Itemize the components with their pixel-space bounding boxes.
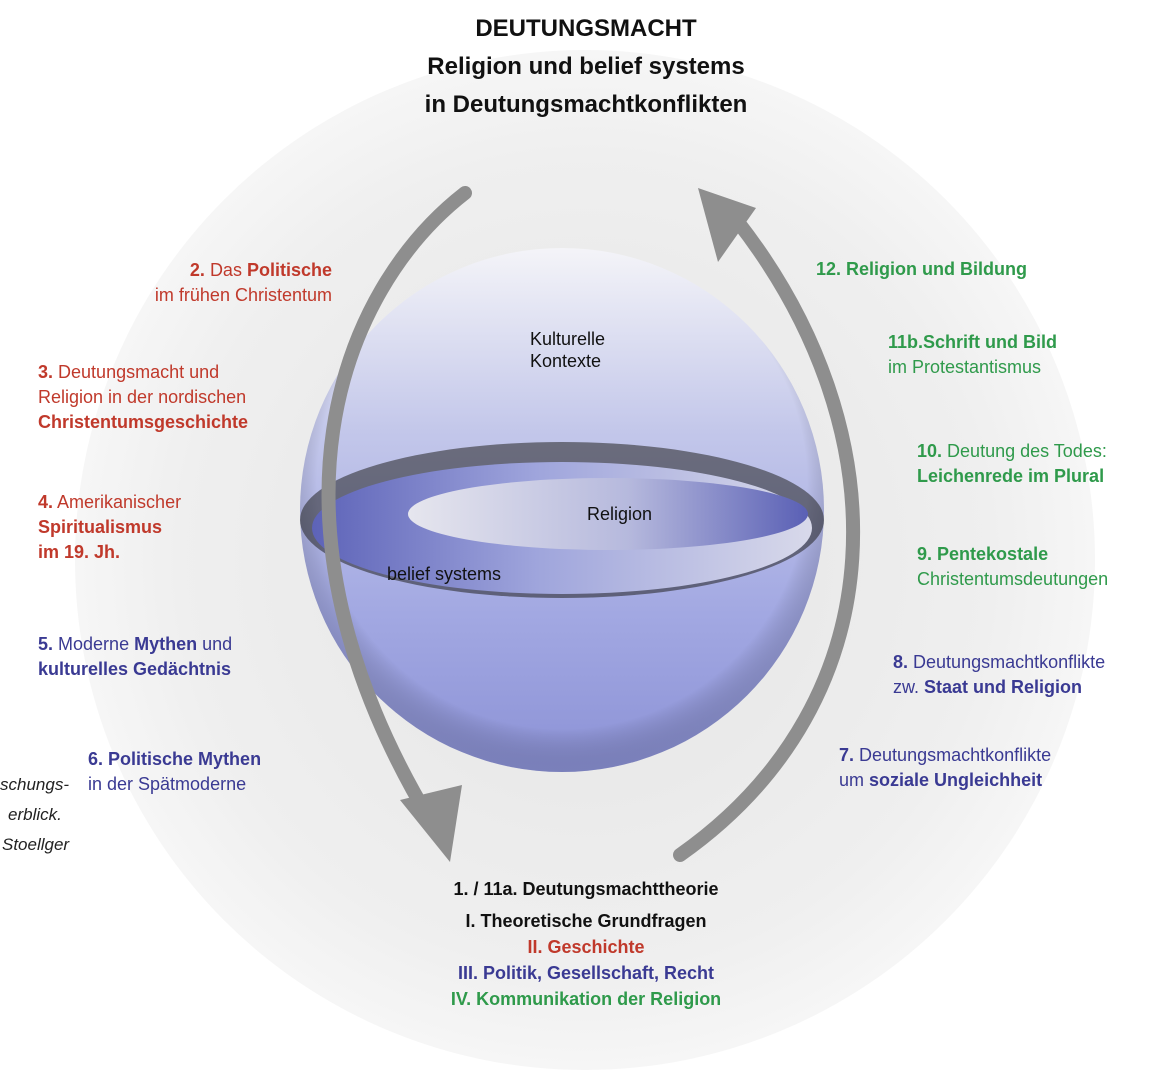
- item-4-number: 4.: [38, 492, 54, 512]
- item-10: 10. Deutung des Todes: Leichenrede im Pl…: [917, 439, 1107, 489]
- item-9-text-b: Christentumsdeutungen: [917, 569, 1109, 589]
- legend-politics: III. Politik, Gesellschaft, Recht: [457, 963, 715, 983]
- item-2-number: 2.: [189, 260, 205, 280]
- item-5-text-c: und: [202, 634, 233, 654]
- item-4-text-a: Amerikanischer: [57, 492, 182, 512]
- item-11b-text-a: 11b.Schrift und Bild: [888, 332, 1058, 352]
- item-8: 8. Deutungsmachtkonflikte zw. Staat und …: [893, 650, 1105, 700]
- item-8-text-c: Staat und Religion: [924, 677, 1083, 697]
- sphere-label: Kulturelle Kontexte: [530, 328, 605, 372]
- item-9-number: 9.: [917, 544, 933, 564]
- item-5-text-d: kulturelles Gedächtnis: [38, 659, 232, 679]
- item-3: 3. Deutungsmacht und Religion in der nor…: [38, 360, 248, 435]
- item-4-text-c: im 19. Jh.: [38, 542, 121, 562]
- title-line-2: Religion und belief systems: [427, 53, 745, 80]
- item-9: 9. Pentekostale Christentumsdeutungen: [917, 542, 1108, 592]
- item-2-text-a: Das: [209, 260, 242, 280]
- title-line-1: DEUTUNGSMACHT: [475, 15, 697, 42]
- item-5-number: 5.: [38, 634, 54, 654]
- item-3-text-a: Deutungsmacht und: [58, 362, 220, 382]
- item-10-text-b: Leichenrede im Plural: [917, 466, 1105, 486]
- item-7-text-c: soziale Ungleichheit: [869, 770, 1043, 790]
- category-legend: I. Theoretische Grundfragen II. Geschich…: [0, 908, 1172, 1012]
- item-4-text-b: Spiritualismus: [38, 517, 163, 537]
- item-3-number: 3.: [38, 362, 54, 382]
- item-3-text-b: Religion in der nordischen: [38, 387, 247, 407]
- caption-line-2: erblick.: [8, 805, 62, 824]
- right-arrow-shaft: [673, 215, 860, 862]
- item-8-text-b: zw.: [893, 677, 920, 697]
- legend-communication: IV. Kommunikation der Religion: [450, 989, 722, 1009]
- item-7: 7. Deutungsmachtkonflikte um soziale Ung…: [839, 743, 1051, 793]
- left-arrow-shaft: [321, 186, 472, 827]
- item-12-text: 12. Religion und Bildung: [816, 259, 1027, 279]
- caption-line-1: schungs-: [0, 775, 69, 794]
- item-4: 4. Amerikanischer Spiritualismus im 19. …: [38, 490, 181, 565]
- item-7-number: 7.: [839, 745, 855, 765]
- item-3-text-c: Christentumsgeschichte: [38, 412, 249, 432]
- item-1-11a-text: 1. / 11a. Deutungsmachttheorie: [453, 879, 719, 899]
- item-8-number: 8.: [893, 652, 909, 672]
- belief-systems-label: belief systems: [387, 564, 502, 584]
- item-2-text-c: im frühen Christentum: [154, 285, 332, 305]
- item-6-number: 6.: [88, 749, 104, 769]
- item-12: 12. Religion und Bildung: [816, 257, 1027, 282]
- item-5-text-b: Mythen: [134, 634, 198, 654]
- item-6-text-b: in der Spätmoderne: [88, 774, 247, 794]
- religion-disc: [408, 478, 808, 550]
- item-6-text-a: Politische Mythen: [108, 749, 262, 769]
- title-line-3: in Deutungsmachtkonflikten: [424, 91, 748, 118]
- item-7-text-b: um: [839, 770, 865, 790]
- sphere-label-line-1: Kulturelle: [530, 329, 606, 349]
- legend-history: II. Geschichte: [527, 937, 645, 957]
- item-2-text-b: Politische: [246, 260, 332, 280]
- item-1-11a: 1. / 11a. Deutungsmachttheorie: [0, 877, 1172, 902]
- item-7-text-a: Deutungsmachtkonflikte: [859, 745, 1052, 765]
- legend-theory: I. Theoretische Grundfragen: [465, 911, 707, 931]
- item-10-text-a: Deutung des Todes:: [947, 441, 1107, 461]
- left-arrow-head: [400, 785, 462, 862]
- religion-label: Religion: [587, 504, 653, 524]
- diagram-title: DEUTUNGSMACHT Religion und belief system…: [0, 10, 1172, 124]
- item-2: 2. Das Politische im frühen Christentum: [155, 258, 332, 308]
- right-arrow-head: [698, 188, 756, 262]
- item-11b: 11b.Schrift und Bild im Protestantismus: [888, 330, 1057, 380]
- cropped-caption: schungs- erblick. Stoellger: [0, 770, 69, 860]
- caption-line-3: Stoellger: [2, 835, 70, 854]
- item-9-text-a: Pentekostale: [937, 544, 1049, 564]
- item-5: 5. Moderne Mythen und kulturelles Gedäch…: [38, 632, 232, 682]
- item-11b-text-b: im Protestantismus: [888, 357, 1042, 377]
- item-10-number: 10.: [917, 441, 943, 461]
- item-5-text-a: Moderne: [58, 634, 130, 654]
- item-8-text-a: Deutungsmachtkonflikte: [913, 652, 1106, 672]
- item-6: 6. Politische Mythen in der Spätmoderne: [88, 747, 261, 797]
- sphere-label-line-2: Kontexte: [530, 351, 602, 371]
